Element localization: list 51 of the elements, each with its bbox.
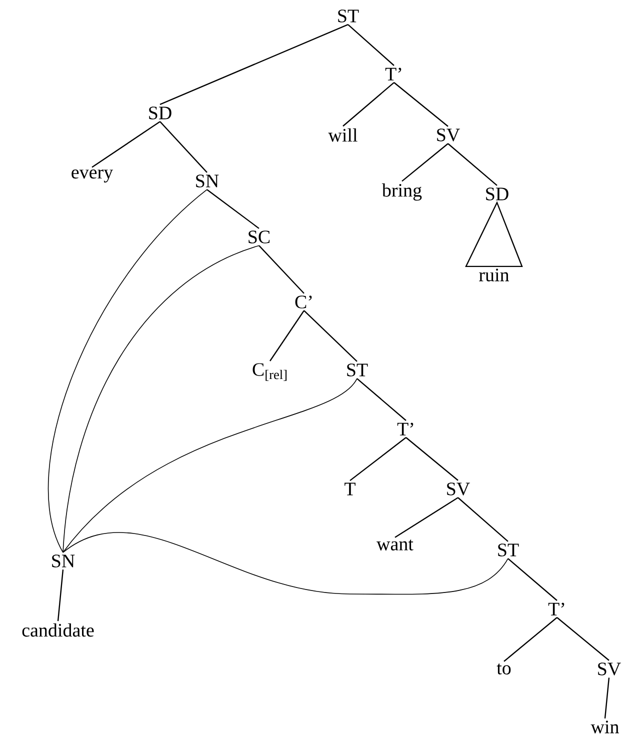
tree-label: T’ (385, 68, 402, 80)
branch-line (556, 617, 610, 661)
tree-label: T (344, 482, 356, 496)
branch-line (270, 310, 304, 362)
tree-label: every (72, 169, 114, 183)
tree-label: will (328, 128, 358, 142)
tree-label: SC (248, 230, 270, 244)
branch-line (604, 678, 610, 718)
movement-curve (62, 245, 260, 553)
branch-line (342, 82, 394, 127)
tree-label: SN (52, 554, 75, 568)
tree-label: SV (447, 482, 470, 496)
branch-line (206, 189, 260, 229)
tree-label: ruin (479, 268, 509, 282)
tree-label: bring (382, 183, 422, 201)
tree-label: C’ (295, 296, 312, 308)
tree-label: SV (437, 128, 460, 142)
tree-label: SD (486, 188, 508, 200)
branch-line (348, 24, 394, 66)
branch-line (350, 437, 406, 482)
movement-curve (48, 189, 208, 553)
branch-line (394, 82, 448, 127)
tree-label: SN (196, 174, 219, 188)
branch-line (92, 121, 160, 168)
tree-label: ST (498, 544, 519, 556)
branch-line (160, 24, 348, 105)
branch-line (304, 310, 358, 362)
branch-line (406, 437, 458, 481)
movement-curve (62, 378, 358, 553)
branch-line (356, 378, 406, 421)
branch-line (160, 121, 208, 173)
tree-label: want (376, 540, 414, 550)
branch-line (508, 558, 558, 601)
tree-label: ST (338, 10, 359, 22)
branch-line (448, 143, 498, 186)
tree-label: win (590, 720, 619, 734)
branch-line (458, 497, 508, 542)
tree-label: to (496, 664, 511, 674)
tree-label: ST (347, 364, 368, 376)
tree-label: SD (149, 106, 172, 120)
branch-line (258, 245, 304, 294)
branch-line (504, 617, 558, 662)
tree-label: C$_{[rel]}$ (252, 363, 287, 381)
branch-line (394, 497, 458, 538)
branch-line (402, 143, 448, 182)
tree-label: T’ (548, 602, 564, 616)
tree-label: SV (598, 662, 621, 676)
movement-curve (62, 532, 508, 595)
tree-label: candidate (22, 623, 94, 637)
tree-label: T’ (397, 422, 414, 436)
branch-line (57, 570, 64, 622)
